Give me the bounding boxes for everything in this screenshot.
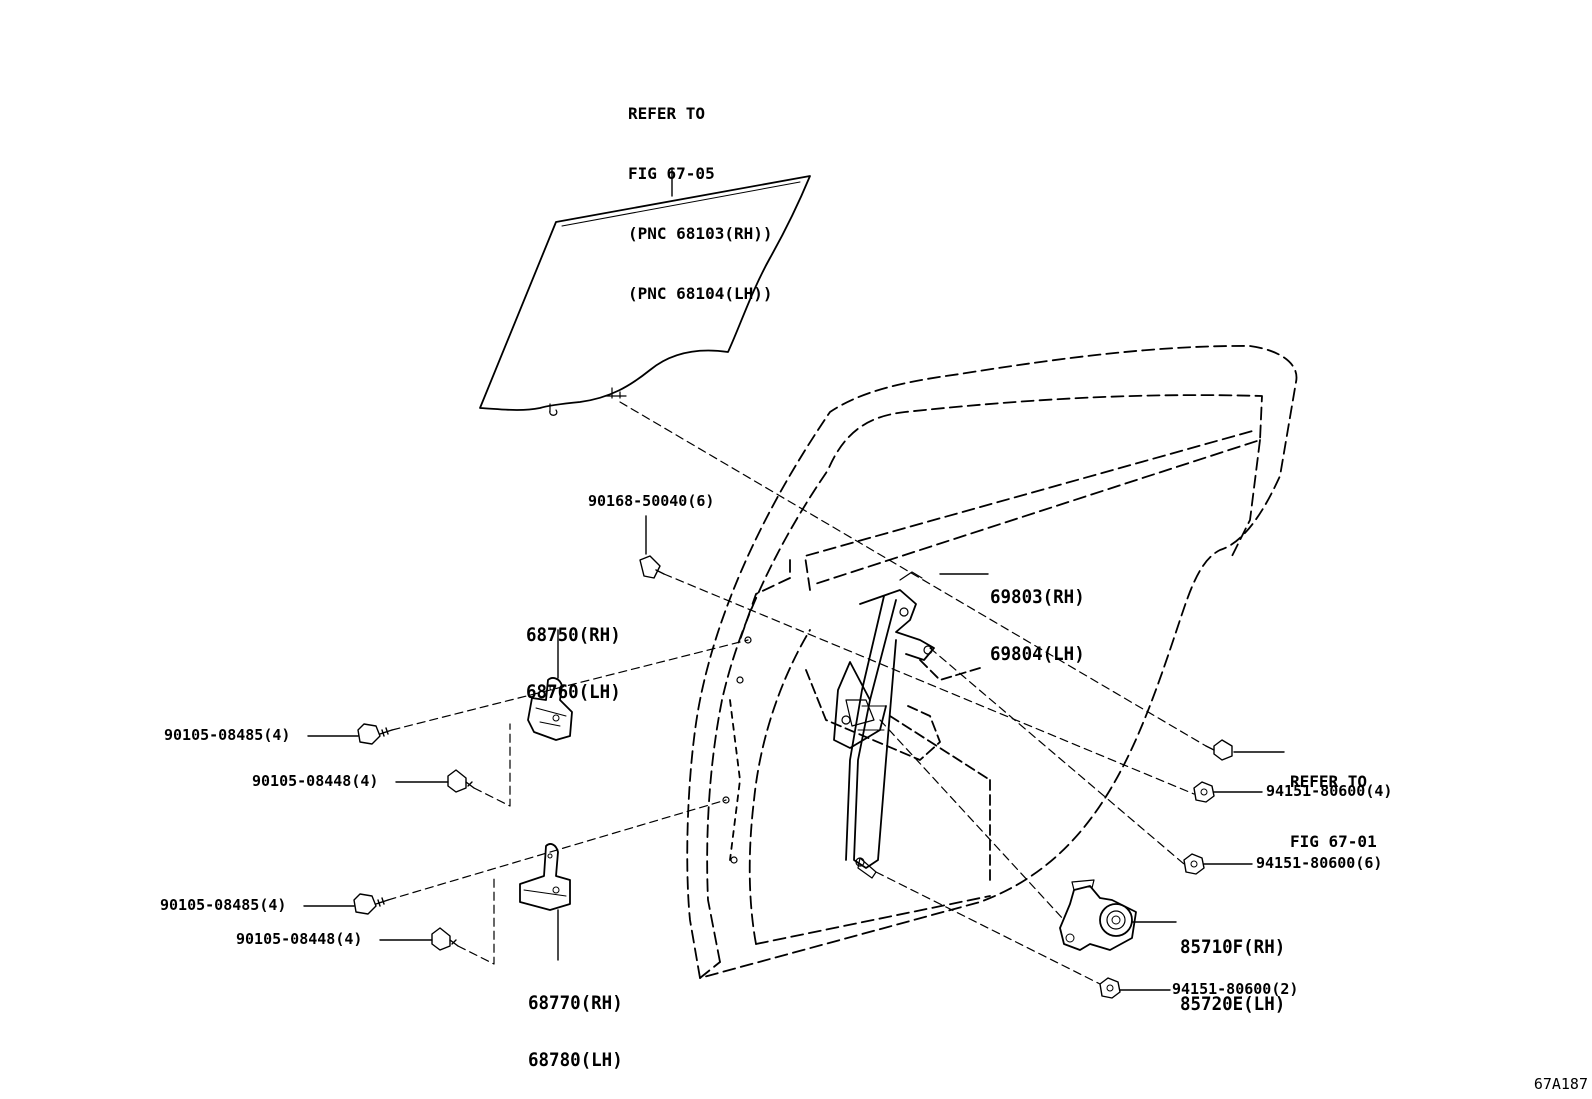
regulator-rh: 69803(RH) [990, 586, 1085, 608]
upper-hinge-rh: 68750(RH) [526, 624, 621, 646]
screw-top-label: 90168-50040(6) [588, 492, 715, 510]
door-inner-openings [722, 636, 991, 881]
glass-reference-label: REFER TO FIG 67-05 (PNC 68103(RH)) (PNC … [628, 64, 773, 324]
bolt-upper-2-label: 90105-08448(4) [252, 772, 379, 790]
window-regulator [833, 571, 935, 879]
motor-label: 85710F(RH) 85720E(LH) [1180, 900, 1285, 1033]
motor-lh: 85720E(LH) [1180, 993, 1286, 1015]
bolt-lower-1-label: 90105-08485(4) [160, 896, 287, 914]
glass-ref-line-2: FIG 67-05 [628, 164, 715, 183]
assembly-lines [387, 401, 1207, 985]
lower-hinge [519, 843, 571, 911]
glass-ref-line-4: (PNC 68104(LH)) [628, 284, 773, 303]
regulator-lh: 69804(LH) [990, 643, 1085, 665]
bolt-upper-1-label: 90105-08485(4) [164, 726, 291, 744]
door-panel [686, 345, 1298, 979]
nut-2-label: 94151-80600(6) [1256, 854, 1383, 872]
glass-ref-line-3: (PNC 68103(RH)) [628, 224, 773, 243]
window-motor [1059, 879, 1137, 951]
nut-3-label: 94151-80600(2) [1172, 980, 1299, 998]
upper-hinge-label: 68750(RH) 68760(LH) [526, 588, 621, 721]
figure-code: 67A187 [1533, 1075, 1588, 1093]
upper-hinge [527, 677, 573, 741]
glass-ref-line-1: REFER TO [628, 104, 706, 123]
lower-hinge-label: 68770(RH) 68780(LH) [528, 956, 623, 1089]
door-ref-line-2: FIG 67-01 [1290, 832, 1377, 851]
fasteners [353, 555, 1233, 999]
bolt-lower-2-label: 90105-08448(4) [236, 930, 363, 948]
leader-lines [303, 167, 1285, 991]
nut-1-label: 94151-80600(4) [1266, 782, 1393, 800]
upper-hinge-lh: 68760(LH) [526, 681, 621, 703]
motor-rh: 85710F(RH) [1180, 936, 1286, 958]
lower-hinge-rh: 68770(RH) [528, 992, 623, 1014]
regulator-label: 69803(RH) 69804(LH) [990, 550, 1085, 683]
lower-hinge-lh: 68780(LH) [528, 1049, 623, 1071]
door-ref-line-1: REFER TO [1290, 772, 1368, 791]
door-glass [479, 175, 811, 416]
door-reference-label: REFER TO FIG 67-01 [1290, 732, 1377, 872]
